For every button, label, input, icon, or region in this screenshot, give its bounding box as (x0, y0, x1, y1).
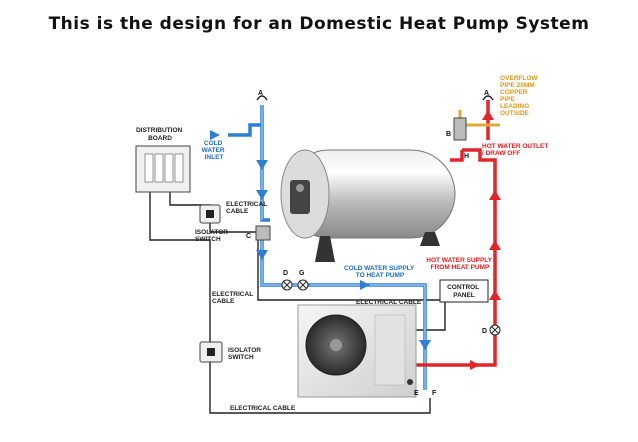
overflow-pipe-label: OVERFLOW PIPE 20MM COPPER PIPE LEADING O… (500, 75, 539, 117)
cold-flow-arrows (210, 130, 431, 350)
cable-isolator-to-heat-pump (209, 222, 258, 233)
electrical-cable-label-3: ELECTRICAL CABLE (230, 405, 296, 412)
cold-arrow (256, 250, 268, 260)
cold-arrow (256, 190, 268, 200)
fitting-c (255, 225, 271, 241)
tank-control-box (290, 180, 310, 214)
electrical-cable-label-4: ELECTRICAL CABLE (356, 299, 422, 306)
isolator-switch-label-2: ISOLATOR SWITCH (228, 347, 263, 361)
point-d-cold: D (283, 270, 288, 277)
hot-water-outlet-label: HOT WATER OUTLET / DRAW OFF (482, 143, 550, 157)
control-panel (439, 279, 489, 303)
fan-hub (330, 339, 342, 351)
point-e: E (414, 390, 419, 397)
fitting-b (453, 117, 467, 141)
cold-water-inlet-label: COLD WATER INLET (202, 140, 227, 161)
point-b: B (446, 131, 451, 138)
hot-water-tank (280, 149, 456, 262)
hot-arrow (489, 190, 501, 200)
distribution-board-label: DISTRIBUTION BOARD (136, 127, 184, 142)
control-panel-label: CONTROL PANEL (447, 284, 481, 299)
point-g: G (299, 270, 305, 277)
vent-hot-icon (482, 95, 494, 101)
hot-outlet-pipe (415, 148, 497, 367)
hot-arrow (489, 240, 501, 250)
cold-water-supply-label: COLD WATER SUPPLY TO HEAT PUMP (344, 265, 416, 279)
tank-leg (420, 232, 440, 246)
electrical-cable-label-1: ELECTRICAL CABLE (226, 201, 269, 215)
unit-side-panel (374, 314, 406, 386)
hot-arrow (489, 290, 501, 300)
electrical-cable-label-2: ELECTRICAL CABLE (212, 291, 255, 305)
heat-pump-unit (297, 304, 417, 398)
unit-port (407, 379, 413, 385)
point-f: F (432, 390, 437, 397)
point-d-hot: D (482, 328, 487, 335)
cold-inlet-pipe (228, 123, 262, 137)
cold-arrow (210, 130, 220, 140)
isolator-switch-2 (199, 341, 223, 363)
tank-dial (296, 184, 304, 192)
hot-water-supply-label: HOT WATER SUPPLY FROM HEAT PUMP (426, 257, 493, 271)
tank-leg (315, 236, 335, 262)
isolator-switch-label-1: ISOLATOR SWITCH (195, 229, 230, 243)
hot-flow-arrows (470, 110, 501, 370)
page-title: This is the design for an Domestic Heat … (48, 14, 590, 34)
point-h: H (464, 153, 469, 160)
distribution-board (135, 145, 191, 193)
cold-arrow (419, 340, 431, 350)
hot-pipe-to-tank (450, 150, 464, 162)
point-a-cold: A (258, 90, 263, 97)
hot-arrow (470, 360, 480, 370)
isolator-switch-1 (199, 204, 221, 224)
point-a-hot: A (484, 90, 489, 97)
cable-board-to-bottom (149, 192, 431, 414)
vent-cold-icon (256, 95, 268, 101)
valves (281, 279, 501, 336)
cold-arrow (256, 160, 268, 170)
cold-arrow (360, 280, 370, 290)
point-c: C (246, 233, 251, 240)
hot-arrow (482, 110, 494, 120)
